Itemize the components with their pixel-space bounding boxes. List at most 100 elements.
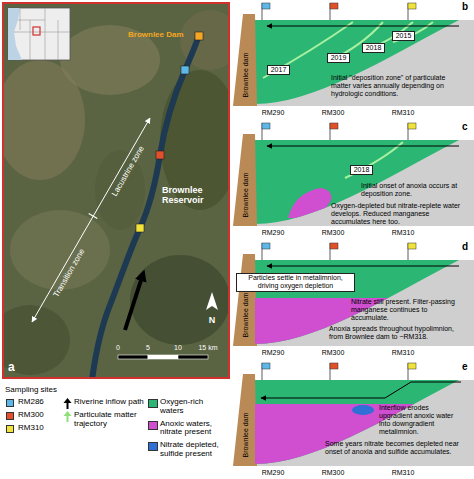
cross-section	[233, 363, 474, 474]
node-text: 2019	[330, 54, 347, 62]
cross-section	[233, 123, 474, 226]
river-mile: RM310	[392, 349, 415, 356]
panel-letter: a	[8, 360, 15, 374]
map-frame	[3, 3, 229, 378]
node-text: 2018	[353, 166, 370, 174]
node-text: Particles settle in metalimnion, driving…	[239, 274, 352, 291]
north-arrow	[206, 292, 218, 310]
annotation: Some years nitrate becomes depleted near…	[325, 440, 461, 456]
panel-letter: b	[462, 1, 468, 12]
legend-text: Nitrate depleted, sulfide present	[160, 441, 226, 459]
terrain	[130, 255, 229, 345]
node-text: 2015	[395, 32, 412, 40]
river-mile: RM290	[262, 229, 285, 236]
legend-swatch	[6, 412, 14, 420]
annotation: Initial onset of anoxia occurs at deposi…	[361, 182, 461, 198]
anoxic-zone	[288, 188, 331, 218]
river-mile: RM300	[322, 109, 345, 116]
zone-arrow	[32, 118, 150, 322]
scale-bar	[118, 355, 148, 359]
scale-label: 5	[146, 344, 150, 351]
place-label: Brownlee Dam	[128, 30, 184, 39]
dam-label: Brownlee dam	[242, 173, 249, 218]
river-mile: RM310	[392, 229, 415, 236]
inflow-arrow	[125, 274, 143, 330]
river-mile: RM290	[262, 349, 285, 356]
inset-locator	[33, 27, 40, 35]
annotation: Initial "deposition zone" of particulate…	[331, 74, 461, 98]
dam-label: Brownlee dam	[242, 413, 249, 458]
annotation: Oxygen-depleted but nitrate-replete wate…	[331, 202, 461, 226]
legend-swatch	[148, 442, 158, 451]
annotation: Interflow erodes upgradient anoxic water…	[379, 404, 461, 436]
arrow-head	[64, 398, 72, 403]
legend-text: RM310	[18, 424, 68, 433]
river-mile: RM300	[322, 349, 345, 356]
annotation: Nitrate still present. Filter-passing ma…	[351, 298, 461, 322]
trajectory-curve	[328, 22, 383, 62]
place-label: Brownlee Reservoir	[162, 186, 214, 206]
arrow-shaft	[67, 415, 69, 422]
annotation: Anoxia spreads throughout hypolimnion, f…	[329, 325, 461, 341]
satellite-map	[3, 3, 229, 378]
legend-swatch	[6, 399, 14, 407]
flow-arrow	[267, 266, 459, 267]
legend-arrow	[63, 411, 72, 422]
river-mile: RM300	[322, 469, 345, 476]
sulfide-zone	[352, 405, 374, 415]
arrow-head	[64, 411, 72, 416]
legend-swatch	[148, 421, 158, 430]
scale-bar	[178, 355, 208, 359]
dam-marker	[195, 32, 203, 40]
callout-box: Particles settle in metalimnion, driving…	[236, 273, 355, 292]
legend-heading: Sampling sites	[5, 385, 57, 394]
reservoir	[92, 36, 199, 378]
river-mile: RM290	[262, 109, 285, 116]
legend-swatch	[148, 399, 158, 408]
scale-label: 10	[174, 344, 182, 351]
legend-arrow	[63, 398, 72, 409]
anoxic-zone	[233, 404, 474, 474]
scale-label: 0	[116, 344, 120, 351]
dam-label: Brownlee dam	[242, 53, 249, 98]
interflow-arrow	[261, 382, 461, 398]
legend-text: RM286	[18, 398, 68, 407]
river-mile: RM300	[322, 229, 345, 236]
scale-label: 15 km	[198, 344, 217, 351]
legend-swatch	[6, 425, 14, 433]
legend-text: Particulate matter trajectory	[74, 411, 146, 429]
trajectory-curve	[263, 22, 353, 78]
node-text: 2018	[365, 44, 382, 52]
panel-letter: d	[462, 241, 468, 252]
scale-bar	[148, 355, 178, 359]
dam-label: Brownlee dam	[242, 293, 249, 338]
zone-divider	[89, 214, 98, 219]
panel-letter: e	[462, 361, 468, 372]
inset-map	[8, 8, 70, 60]
site-marker	[136, 224, 144, 232]
river-mile: RM310	[392, 109, 415, 116]
flow-arrow	[267, 146, 459, 147]
inset-borders	[14, 8, 70, 60]
site-marker	[181, 66, 189, 74]
river-mile: RM290	[262, 469, 285, 476]
trajectory-curve	[393, 22, 433, 42]
year-label: 2018	[362, 43, 385, 53]
trajectory-curve	[345, 142, 403, 178]
arrow-shaft	[67, 402, 69, 409]
legend-text: Riverine inflow path	[74, 398, 146, 407]
node-text: 2017	[270, 66, 287, 74]
river-mile: RM310	[392, 469, 415, 476]
anoxic-zone	[233, 298, 474, 358]
year-label: 2017	[267, 65, 290, 75]
year-label: 2018	[350, 165, 373, 175]
cross-section	[233, 243, 474, 358]
north-label: N	[209, 315, 216, 325]
flow-arrow	[267, 26, 459, 27]
year-label: 2015	[392, 31, 415, 41]
legend-text: Oxygen-rich waters	[160, 398, 226, 416]
panel-letter: c	[462, 121, 468, 132]
terrain	[160, 70, 229, 210]
year-label: 2019	[327, 53, 350, 63]
legend-text: Anoxic waters, nitrate present	[160, 420, 226, 438]
